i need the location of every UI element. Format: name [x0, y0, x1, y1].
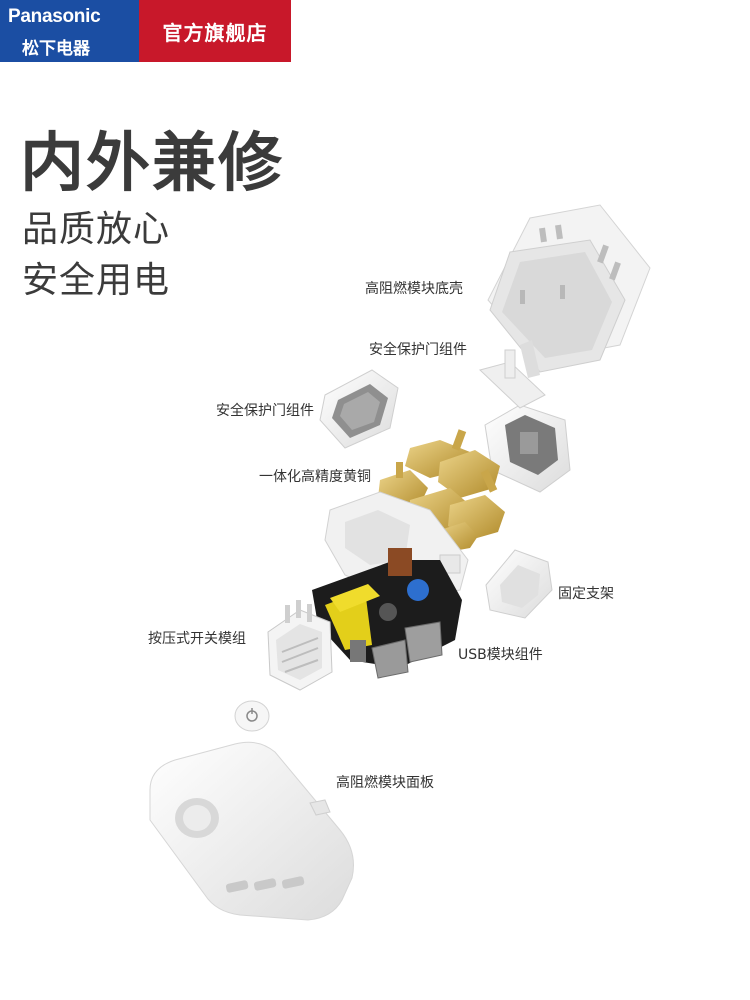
- front-panel-part: [149, 741, 354, 921]
- safety-door-left-part: [319, 369, 399, 449]
- panasonic-logo-badge: Panasonic 松下电器: [0, 0, 139, 62]
- label-brass: 一体化高精度黄铜: [259, 469, 371, 485]
- label-bracket: 固定支架: [558, 586, 614, 602]
- page-headline: 内外兼修: [20, 127, 284, 201]
- subline-quality: 品质放心: [22, 209, 171, 250]
- brand-name-cn: 松下电器: [22, 39, 90, 59]
- pcb-usb-module-part: [312, 548, 462, 679]
- brand-name-en: Panasonic: [8, 6, 101, 27]
- label-front-panel: 高阻燃模块面板: [336, 775, 434, 791]
- label-base-shell: 高阻燃模块底壳: [365, 281, 463, 297]
- label-safety-door-left: 安全保护门组件: [216, 403, 314, 419]
- official-store-badge: 官方旗舰店: [139, 0, 291, 62]
- base-shell-part: [487, 204, 651, 378]
- label-safety-door-right: 安全保护门组件: [369, 342, 467, 358]
- push-switch-part: [267, 600, 333, 691]
- subline-safety: 安全用电: [22, 260, 171, 301]
- label-usb-module: USB模块组件: [458, 647, 543, 663]
- fixed-bracket-part: [485, 549, 553, 619]
- power-button-part: [234, 700, 270, 732]
- label-push-switch: 按压式开关模组: [148, 631, 246, 647]
- safety-door-right-part: [479, 349, 571, 493]
- brass-terminals-part: [378, 429, 505, 552]
